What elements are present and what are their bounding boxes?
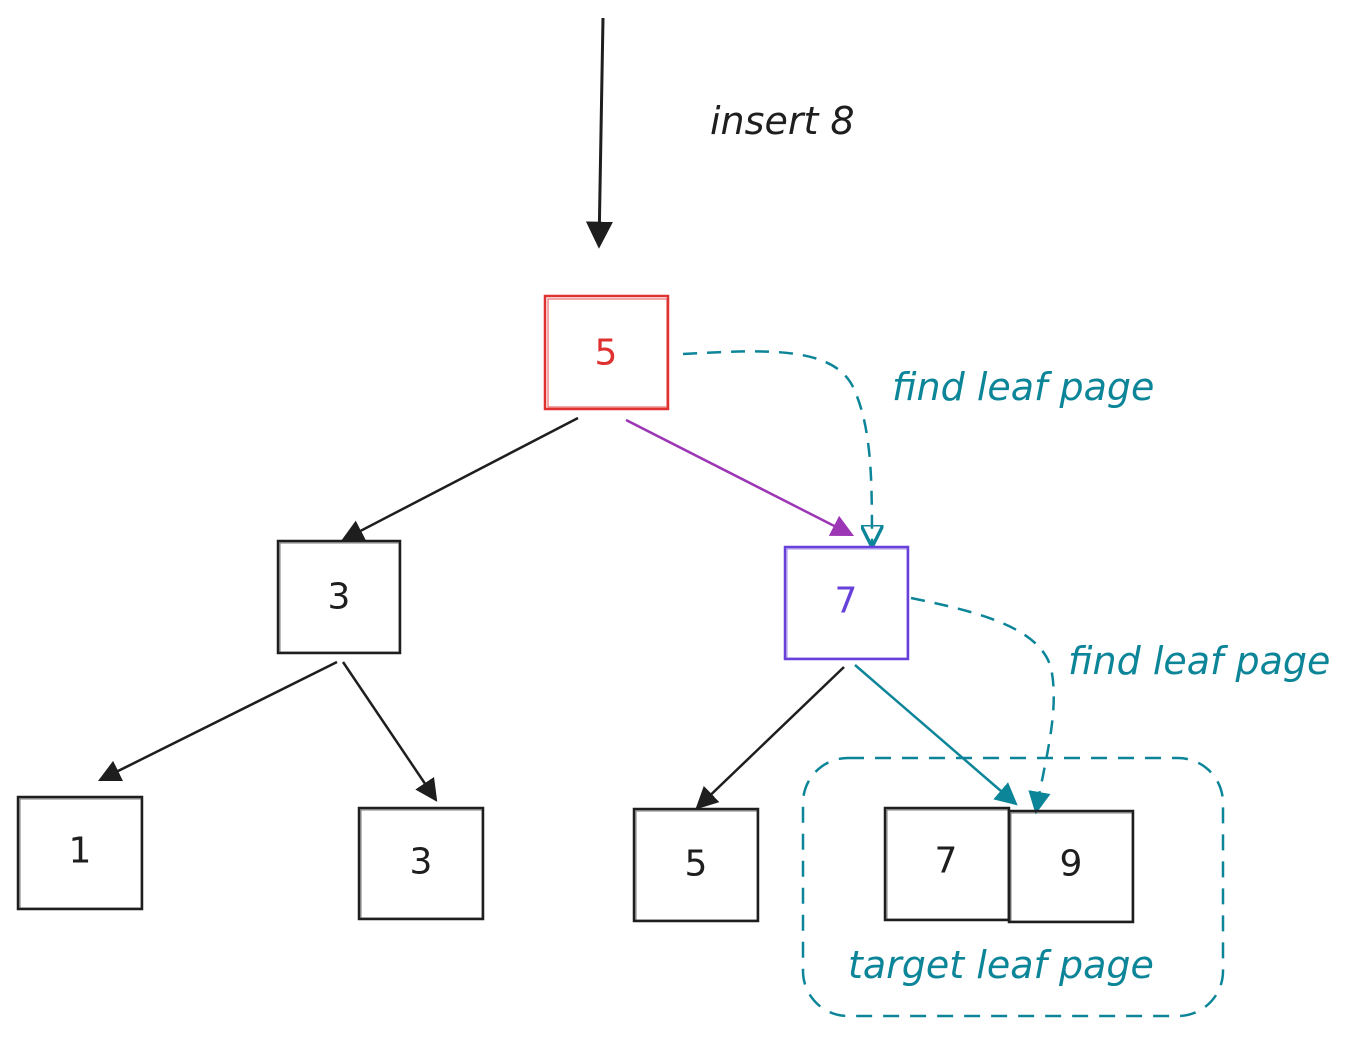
leaf-node-3-key: 3: [410, 842, 433, 883]
inner-node-right-key: 7: [835, 581, 858, 622]
leaf-node-1-key: 1: [69, 831, 92, 872]
leaf-node-7: 7: [883, 806, 1011, 922]
insert-arrow: [585, 17, 613, 249]
edge-right-to-leaf-9: [854, 664, 1018, 806]
find-leaf-path-2: [910, 596, 1056, 815]
edge-left-to-leaf-1: [97, 660, 338, 782]
inner-node-right: 7: [783, 545, 910, 661]
inner-node-left: 3: [276, 539, 402, 655]
leaf-node-9: 9: [1007, 809, 1135, 924]
target-leaf-label: target leaf page: [848, 943, 1154, 987]
find-leaf-label-1: find leaf page: [892, 365, 1154, 409]
inner-node-left-key: 3: [328, 577, 351, 618]
insert-label: insert 8: [710, 99, 855, 143]
root-node-key: 5: [595, 333, 618, 374]
edge-root-to-left: [341, 416, 579, 542]
root-node: 5: [543, 294, 670, 411]
leaf-node-7-key: 7: [935, 841, 958, 882]
find-leaf-label-2: find leaf page: [1068, 639, 1330, 683]
edge-right-to-leaf-5: [695, 666, 845, 810]
leaf-node-1: 1: [16, 795, 144, 911]
leaf-node-5: 5: [632, 807, 760, 923]
leaf-node-9-key: 9: [1060, 844, 1083, 885]
edge-root-to-right: [625, 418, 855, 537]
leaf-node-5-key: 5: [685, 844, 708, 885]
target-leaf-group: [801, 756, 1225, 1018]
leaf-node-3: 3: [357, 806, 485, 921]
edge-left-to-leaf-3: [341, 661, 438, 802]
find-leaf-path-1: [682, 350, 872, 545]
